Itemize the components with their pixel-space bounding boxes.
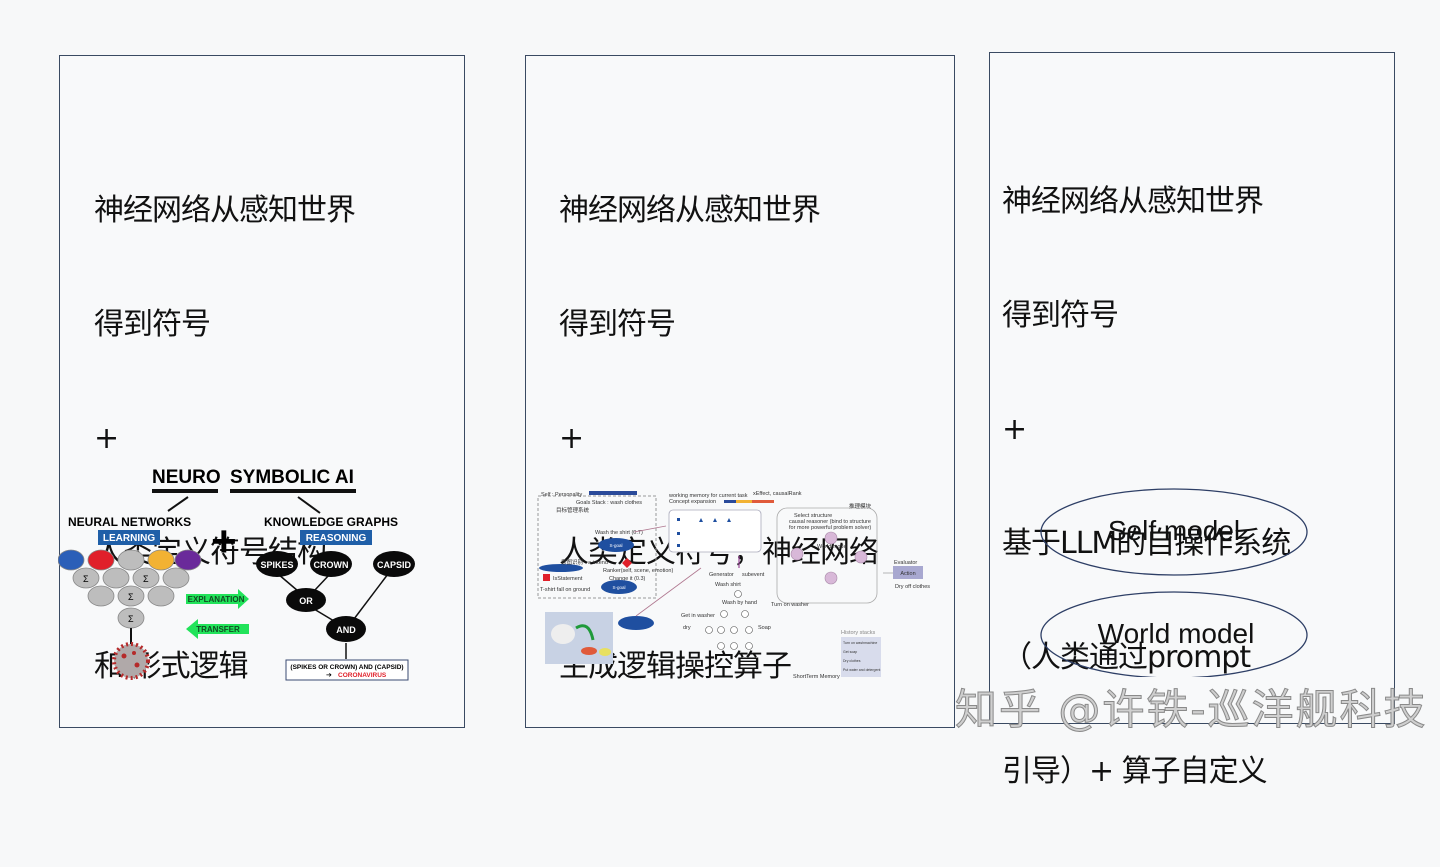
text-line: 神经网络从感知世界 [1002,184,1264,219]
dry: dry [683,625,691,631]
sgoal-node: S-goal [609,543,622,548]
explanation-label: EXPLANATION [188,595,245,604]
self-model-label: Self model [1107,515,1241,546]
action-label: Action [900,571,915,577]
reasoning-badge: REASONING [306,533,367,544]
panel-neuro-symbolic: 神经网络从感知世界 得到符号 + 人类定义符号结构 和 形式逻辑 NEURO S… [58,55,465,728]
a-intend: a-intend [588,560,608,566]
figure-title-right: SYMBOLIC AI [230,467,354,488]
self-model-ellipse [1040,488,1308,576]
text-line: 得到符号 [1002,298,1119,333]
working-memory: working memory for current task [668,493,748,499]
world-model-ellipse [1040,591,1308,677]
causal-reasoner-2: for more powerful problem solver) [789,525,871,531]
text-line: 神经网络从感知世界 [559,193,821,228]
short-term-memory: ShortTerm Memory [793,674,840,680]
panel-neural-generated-operators: 神经网络从感知世界 得到符号 + 人类定义符号，神经网络 生成逻辑操控算子 Se… [525,55,955,728]
goal-system: 目标管理系统 [556,506,590,514]
neuro-symbolic-ai-figure: NEURO SYMBOLIC AI NEURAL NETWORKS LEARNI… [58,467,415,681]
knowledge-graphs-heading: KNOWLEDGE GRAPHS [264,515,398,529]
wash-shirt: Wash shirt [715,582,741,588]
reasoning-module: 推理模块 [849,502,872,510]
panel-llm-self-operating-system: 神经网络从感知世界 得到符号 + 基于LLM的自操作系统 （人类通过prompt… [989,52,1395,789]
node-capsid: CAPSID [377,560,412,570]
text-line: + [1002,412,1027,447]
turn-on-washer: Turn on washer [771,602,809,608]
result-expression: (SPIKES OR CROWN) AND (CAPSID) [290,664,403,671]
sigma-symbol: Σ [128,592,134,602]
node-spikes: SPIKES [260,560,293,570]
history-item: Get soap [843,650,857,654]
get-in-washer: Get in washer [681,613,715,619]
evaluator: Evaluator [894,560,917,566]
sigma-symbol: Σ [143,574,149,584]
coronavirus-icon [112,642,150,680]
sigma-symbol: Σ [83,574,89,584]
history-item: Turn on washmachine [843,641,877,645]
text-line: 神经网络从感知世界 [94,193,356,228]
dry-off-clothes: Dry off clothes [895,584,930,590]
history-item: Dry clothes [843,659,861,663]
subevent: subevent [742,572,765,578]
explanation-arrow-icon [186,589,249,609]
self-personality: Self : Personality [541,492,583,498]
watermark: 知乎 @许铁-巡洋舰科技 [955,685,1428,735]
causal-reasoner: causal reasoner (bind to structure [789,519,871,525]
generator: Generator [709,572,734,578]
text-line: + [94,421,119,456]
text-line: 得到符号 [94,307,211,342]
working-memory-box [668,509,762,553]
task-tree [705,590,753,650]
neural-network-icon [58,549,202,644]
xeffect-causalrank: xEffect, causalRank [753,491,802,497]
sigma-symbol: Σ [128,614,134,624]
transfer-arrow-icon [186,619,249,639]
figure-title-left: NEURO [152,467,221,488]
cognitive-architecture-figure: Self : Personality Goals Stack : wash cl… [537,491,930,680]
text-line: （人类通过prompt [1002,640,1251,675]
result-coronavirus: CORONAVIRUS [338,672,387,679]
node-and: AND [336,625,356,635]
concept-expansion: Concept expansion [669,499,716,505]
text-line: + [559,421,584,456]
learning-badge: LEARNING [103,533,155,544]
text-line: 和 形式逻辑 [94,649,249,684]
node-or: OR [299,596,313,606]
select-structure: Select structure [794,513,832,519]
neural-networks-heading: NEURAL NETWORKS [68,515,191,529]
soap: Soap [758,625,771,631]
wash-shirt-goal: Wash the shirt (0.7) [595,530,643,536]
ranker: Ranker(self, scene, emotion) [603,568,673,574]
text-line: 基于LLM的自操作系统 [1002,526,1291,561]
world-model-label: World model [817,544,848,550]
action-box [893,566,923,579]
wash-by-hand: Wash by hand [722,600,757,606]
history-item: Put water and detergent [843,668,880,672]
text-line: 得到符号 [559,307,676,342]
knowledge-graph [256,551,415,659]
node-crown: CROWN [314,560,349,570]
sgoal-node: S-goal [612,585,625,590]
history-stacks: History stacks [841,630,875,636]
world-model-label: World model [1097,618,1255,649]
result-arrow-icon: ➔ [326,672,332,679]
is-statement: IsStatement [553,576,583,582]
goals-stack: Goals Stack : wash clothes [576,500,642,506]
transfer-label: TRANSFER [196,625,240,634]
change-it: Change it (0.3) [609,576,646,582]
tshirt-fall: T-shirt fall on ground [540,587,590,593]
intent-recognition: 意图识别 [561,558,583,566]
plus-sign: + [211,517,237,566]
model-ellipses [1040,488,1308,677]
